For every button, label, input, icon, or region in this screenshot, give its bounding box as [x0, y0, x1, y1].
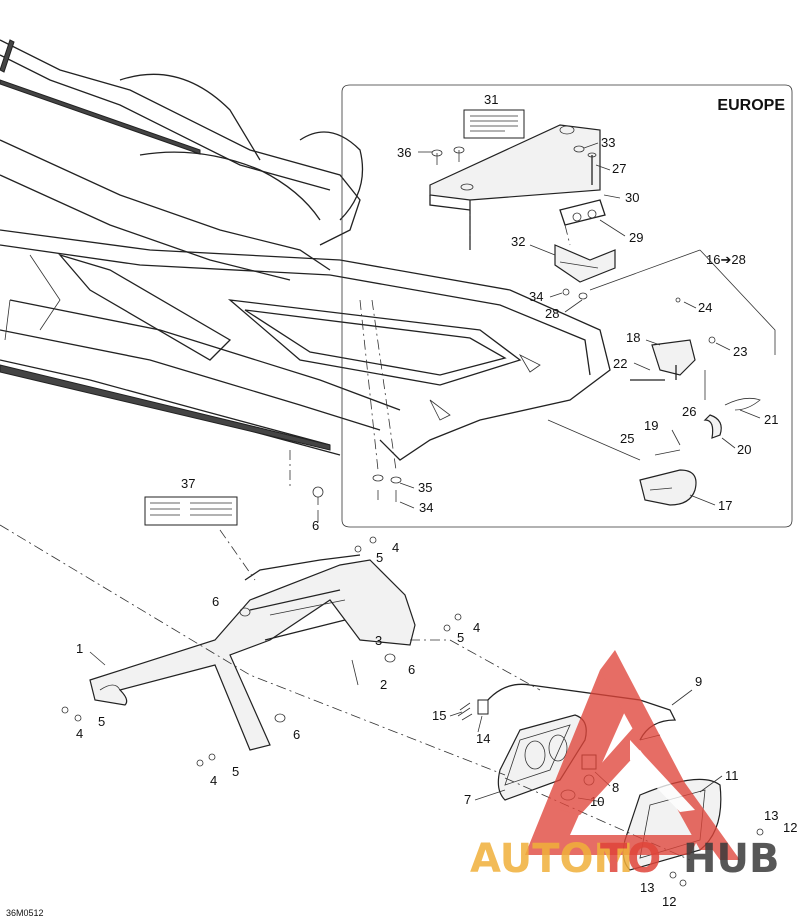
callout-37: 37 [181, 476, 195, 491]
callout-6b: 6 [212, 594, 219, 609]
callout-3: 3 [375, 633, 382, 648]
callout-16-28: 16➔28 [706, 252, 746, 267]
callout-13a: 13 [764, 808, 778, 823]
callout-23: 23 [733, 344, 747, 359]
license-bracket [429, 124, 606, 250]
callout-18: 18 [626, 330, 640, 345]
callout-35: 35 [418, 480, 432, 495]
callout-5c: 5 [98, 714, 105, 729]
callout-1: 1 [76, 641, 83, 656]
callout-19: 19 [644, 418, 658, 433]
callout-11: 11 [725, 768, 739, 783]
bumper-decal-37 [144, 496, 238, 526]
callout-4d: 4 [210, 773, 217, 788]
callout-5a: 5 [376, 550, 383, 565]
callout-4c: 4 [76, 726, 83, 741]
region-title: EUROPE [717, 97, 785, 114]
drawing-code: 36M0512 [6, 908, 44, 918]
callout-36: 36 [397, 145, 411, 160]
watermark-logo [525, 650, 740, 860]
callout-22: 22 [613, 356, 627, 371]
callout-32: 32 [511, 234, 525, 249]
callout-25: 25 [620, 431, 634, 446]
callout-2: 2 [380, 677, 387, 692]
callout-26: 26 [682, 404, 696, 419]
rear-bumper [89, 554, 416, 751]
watermark-text-to: TO [600, 836, 661, 882]
callout-14: 14 [476, 731, 490, 746]
callout-29: 29 [629, 230, 643, 245]
callout-leaders [89, 142, 761, 803]
clip-32 [554, 244, 616, 283]
callout-24: 24 [698, 300, 712, 315]
callout-6a: 6 [312, 518, 319, 533]
callout-13b: 13 [640, 880, 654, 895]
callout-34b: 34 [419, 500, 433, 515]
callout-5b: 5 [457, 630, 464, 645]
callout-34a: 34 [529, 289, 543, 304]
watermark-text-autom: AUTOM [470, 836, 633, 882]
callout-31: 31 [484, 92, 498, 107]
callout-15: 15 [432, 708, 446, 723]
callout-17: 17 [718, 498, 732, 513]
callout-12b: 12 [662, 894, 676, 909]
bumper-fasteners [61, 486, 462, 767]
callout-4b: 4 [473, 620, 480, 635]
callout-33: 33 [601, 135, 615, 150]
callout-12a: 12 [783, 820, 797, 835]
hitch-assembly [630, 297, 761, 506]
watermark-text-hub: HUB [683, 836, 779, 882]
bolts-27-33 [573, 145, 597, 185]
callout-5d: 5 [232, 764, 239, 779]
rivets-36 [431, 146, 465, 165]
chassis-frame [0, 39, 611, 461]
europe-kit-frame [341, 84, 793, 528]
callout-7: 7 [464, 792, 471, 807]
callout-8: 8 [612, 780, 619, 795]
callout-21: 21 [764, 412, 778, 427]
callout-27: 27 [612, 161, 626, 176]
screws-35-34 [372, 474, 402, 502]
callout-28: 28 [545, 306, 559, 321]
screws-34-28 [562, 288, 588, 300]
callout-30: 30 [625, 190, 639, 205]
callout-9: 9 [695, 674, 702, 689]
callout-6d: 6 [293, 727, 300, 742]
leader-lines [0, 200, 776, 861]
watermark-text: AUTOM TO HUB [470, 836, 779, 882]
callout-4a: 4 [392, 540, 399, 555]
callout-20: 20 [737, 442, 751, 457]
europe-label-decal [463, 109, 525, 139]
callout-6c: 6 [408, 662, 415, 677]
lens-screws [669, 828, 764, 887]
